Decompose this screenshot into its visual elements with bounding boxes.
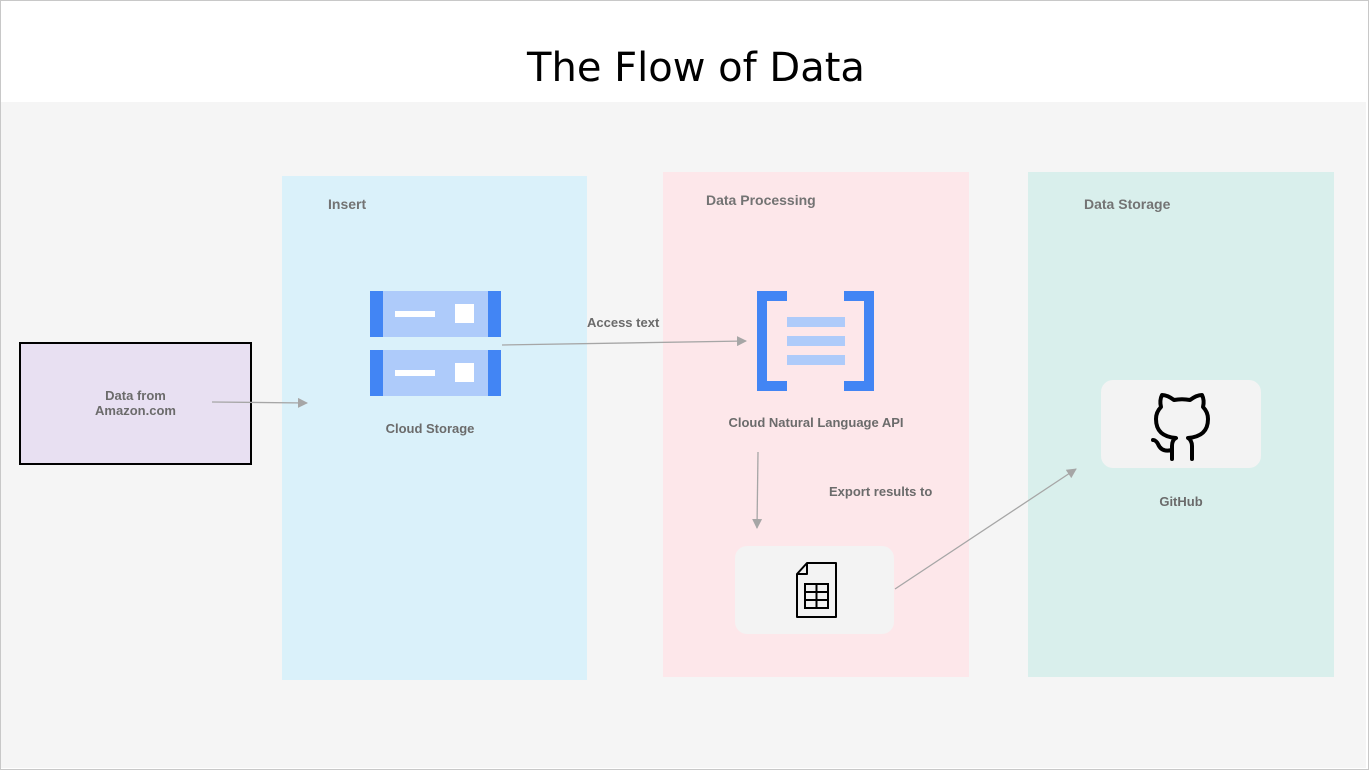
lane-label-data-processing: Data Processing xyxy=(706,192,816,208)
edge-label-export-results: Export results to xyxy=(829,484,933,499)
github-card[interactable] xyxy=(1101,380,1261,468)
spreadsheet-card[interactable] xyxy=(735,546,894,634)
cloud-storage-label: Cloud Storage xyxy=(385,421,475,436)
lane-label-data-storage: Data Storage xyxy=(1084,196,1171,212)
github-icon xyxy=(1151,393,1210,461)
source-node[interactable]: Data from Amazon.com xyxy=(19,342,252,465)
diagram-title: The Flow of Data xyxy=(527,45,865,91)
lane-insert[interactable]: Insert xyxy=(282,176,587,680)
nl-api-label: Cloud Natural Language API xyxy=(728,415,904,430)
edge-label-access-text: Access text xyxy=(587,315,660,330)
cloud-natural-language-icon[interactable] xyxy=(757,291,874,391)
lane-label-insert: Insert xyxy=(328,196,367,212)
cloud-storage-icon[interactable] xyxy=(370,291,501,397)
source-label-line2: Amazon.com xyxy=(95,403,176,418)
source-node-label: Data from Amazon.com xyxy=(21,388,250,418)
github-label: GitHub xyxy=(1159,494,1203,509)
spreadsheet-icon xyxy=(796,562,837,618)
source-label-line1: Data from xyxy=(105,388,166,403)
